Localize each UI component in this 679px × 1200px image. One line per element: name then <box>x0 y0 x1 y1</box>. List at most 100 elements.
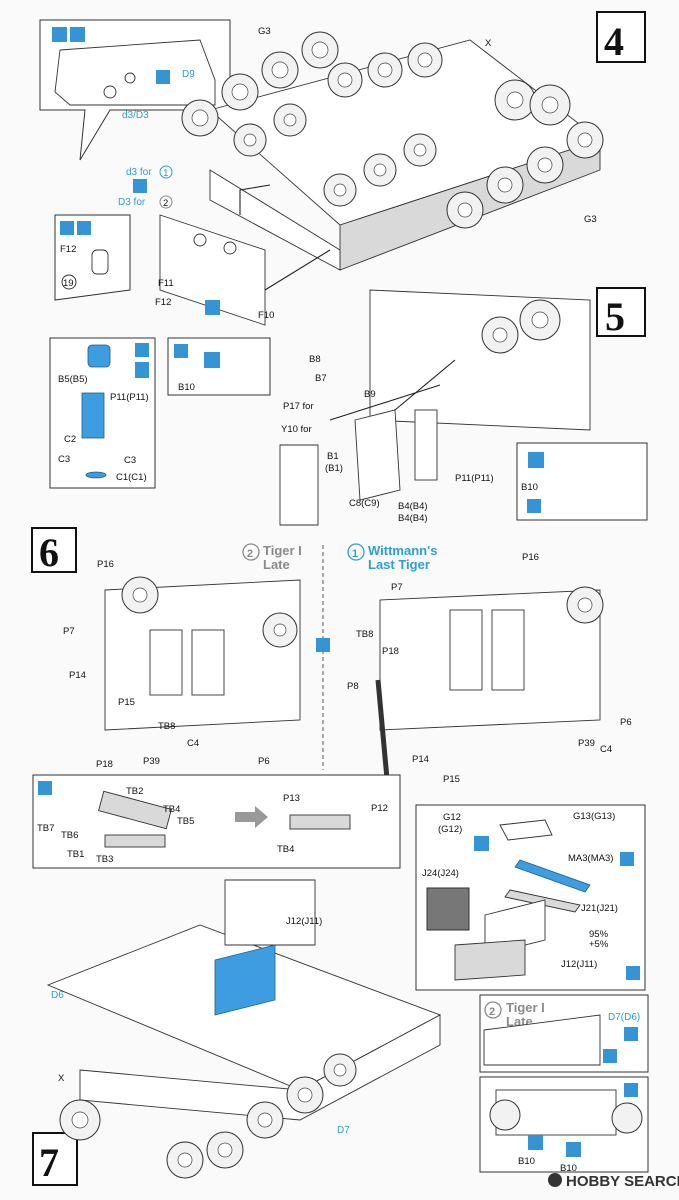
label-c2: C2 <box>64 434 76 445</box>
label-b9: B9 <box>364 389 376 400</box>
hull-plate <box>54 39 216 106</box>
label-d7d6: D7(D6) <box>608 1012 640 1023</box>
wheel-hub <box>577 132 593 148</box>
exhaust-right-1 <box>449 609 483 691</box>
part-p8 <box>375 679 391 791</box>
hobby-search-watermark: HOBBY SEARCH <box>548 1173 679 1190</box>
variant-2-icon <box>484 1001 502 1019</box>
label-c4: C4 <box>187 738 199 749</box>
step-5: 5 B10 B8 B7 B9 P17 for Y10 for ×2 B5(B5)… <box>49 287 648 526</box>
variant-marker: 2 <box>247 548 253 560</box>
watermark-logo-icon <box>548 1173 562 1187</box>
glue-icon <box>135 343 149 357</box>
label-g12b: (G12) <box>438 824 462 835</box>
wheel-hub <box>71 1111 89 1129</box>
label-D3-for: D3 for <box>118 197 146 208</box>
sprue-cut-icon <box>156 70 170 84</box>
watermark-text: HOBBY SEARCH <box>566 1173 679 1190</box>
label-p8: P8 <box>347 681 359 692</box>
label-tb6: TB6 <box>61 830 78 841</box>
label-p7r: P7 <box>391 582 403 593</box>
step-6-number: 6 <box>39 530 59 575</box>
variant-tiger-late-title-step7: Tiger I <box>506 1000 545 1015</box>
option-icon <box>624 1027 638 1041</box>
label-tb1: TB1 <box>67 849 84 860</box>
glue-icon <box>52 27 67 42</box>
exhaust-hole <box>223 241 237 255</box>
wheel-hub <box>531 311 549 329</box>
label-c4r: C4 <box>600 744 612 755</box>
wheel-hub <box>283 113 297 127</box>
label-pct1: 95% <box>589 929 609 940</box>
part-b1 <box>354 409 401 501</box>
number-marker <box>61 274 77 290</box>
label-x-step7: X <box>58 1073 65 1084</box>
label-g3-right: G3 <box>584 214 597 225</box>
label-d3-for: d3 for <box>126 167 152 178</box>
label-x2: ×2 <box>137 367 149 378</box>
label-b1b: (B1) <box>325 463 343 474</box>
label-j12a: J12(J11) <box>286 916 322 927</box>
variant-1-icon <box>159 165 173 179</box>
label-d6: D6 <box>51 990 64 1001</box>
wheel-hub <box>132 587 148 603</box>
step-4: 4 D9 d3/D3 G3 X G3 <box>39 11 646 326</box>
option-icon <box>316 638 330 652</box>
label-p15: P15 <box>118 697 135 708</box>
label-p12: P12 <box>371 803 388 814</box>
wheel-hub <box>243 133 257 147</box>
variant-tiger-late-sub: Late <box>263 557 290 572</box>
label-g12: G12 <box>443 812 461 823</box>
label-tb4: TB4 <box>163 804 180 815</box>
label-pct2: +5% <box>589 939 609 950</box>
label-p14: P14 <box>69 670 86 681</box>
label-d7: D7 <box>337 1125 350 1136</box>
label-d9: D9 <box>182 69 195 80</box>
part-p11 <box>81 392 105 439</box>
assembly-arrow <box>239 184 271 215</box>
assembly-arrow <box>264 249 331 291</box>
label-tb8r: TB8 <box>356 629 373 640</box>
label-b10b: B10 <box>560 1163 577 1174</box>
wheel-hub <box>271 61 289 79</box>
wheel-hub <box>506 91 524 109</box>
wheel-hub <box>191 109 209 127</box>
wheel-hub <box>373 163 387 177</box>
label-b5: B5(B5) <box>58 374 88 385</box>
assembly-arrow <box>329 384 441 421</box>
label-g13: G13(G13) <box>573 811 615 822</box>
glue-icon <box>624 1083 638 1097</box>
part-j12-lower <box>454 939 526 981</box>
part-j12-top <box>224 879 316 946</box>
part-ma3 <box>514 859 591 893</box>
glue-icon <box>60 221 74 235</box>
label-c3a: C3 <box>58 454 70 465</box>
label-f11: F11 <box>158 278 174 289</box>
glue-icon <box>527 499 541 513</box>
label-tb3: TB3 <box>96 854 113 865</box>
wheel-hub <box>333 183 347 197</box>
step-5-number: 5 <box>605 294 625 339</box>
step-4-number: 4 <box>604 19 624 64</box>
wheel-hub <box>413 143 427 157</box>
rear-plate <box>159 214 266 326</box>
label-tb8: TB8 <box>158 721 175 732</box>
step-4-badge <box>596 11 646 63</box>
label-x-step4: X <box>485 38 492 49</box>
hull-lower <box>209 169 341 271</box>
label-p6r: P6 <box>620 717 632 728</box>
label-c8: C8(C9) <box>349 498 380 509</box>
part-c8 <box>279 444 319 526</box>
option-icon <box>70 27 85 42</box>
label-p16: P16 <box>97 559 114 570</box>
variant-marker: 2 <box>163 198 168 209</box>
sprue-cut-icon <box>603 1049 617 1063</box>
variant-wittmann-title: Wittmann's <box>368 543 437 558</box>
assembly-arrow <box>394 359 456 411</box>
label-b1: B1 <box>327 451 339 462</box>
exhaust-right-2 <box>491 609 525 691</box>
variant-tiger-late-title: Tiger I <box>263 543 302 558</box>
caution-icon <box>528 452 544 468</box>
label-tb5: TB5 <box>177 816 194 827</box>
